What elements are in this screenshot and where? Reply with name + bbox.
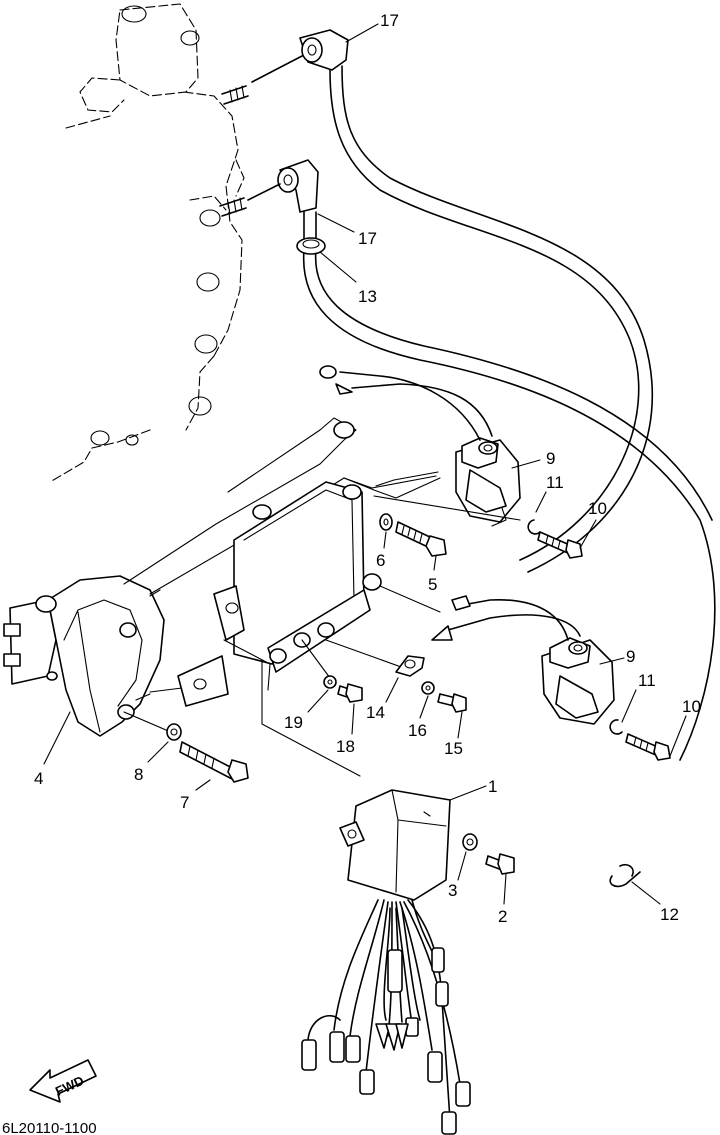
callout-9-upper: 9 xyxy=(546,449,555,468)
callout-3: 3 xyxy=(448,881,457,900)
callout-10-lower: 10 xyxy=(682,697,701,716)
rectifier-regulator-unit xyxy=(177,481,382,707)
high-tension-cord-lower xyxy=(302,211,716,761)
callout-leader-lines xyxy=(43,23,687,905)
ignition-coil-upper xyxy=(319,365,521,527)
callout-4: 4 xyxy=(34,769,43,788)
spark-plug-upper xyxy=(221,85,249,105)
ignition-coil-lower xyxy=(431,595,615,725)
callout-15: 15 xyxy=(444,739,463,758)
cdi-unit xyxy=(339,789,451,901)
callout-8: 8 xyxy=(134,765,143,784)
assembly-guide-lines xyxy=(123,471,521,777)
callout-9-lower: 9 xyxy=(626,647,635,666)
callout-1: 1 xyxy=(488,777,497,796)
callout-5: 5 xyxy=(428,575,437,594)
callout-10-upper: 10 xyxy=(588,499,607,518)
callout-19: 19 xyxy=(284,713,303,732)
plug-cap-upper xyxy=(251,29,349,83)
cdi-wire-harness xyxy=(301,899,471,1135)
callout-11-lower: 11 xyxy=(638,671,656,690)
high-tension-cord-upper xyxy=(329,65,654,573)
callout-18: 18 xyxy=(336,737,355,756)
grommet xyxy=(296,237,326,255)
callout-7: 7 xyxy=(180,793,189,812)
washer-6 xyxy=(379,513,393,531)
washer-8 xyxy=(166,723,182,741)
callout-12: 12 xyxy=(660,905,679,924)
washer-11-upper xyxy=(527,519,541,535)
washer-3 xyxy=(462,833,478,851)
bolt-10-lower xyxy=(625,733,671,761)
bolt-10-upper xyxy=(537,531,583,559)
bolt-18 xyxy=(337,683,363,703)
engine-cylinder-head-outline xyxy=(49,3,245,483)
bolt-2 xyxy=(485,853,515,875)
spark-plug-lower xyxy=(219,197,247,217)
bolt-7 xyxy=(179,741,249,783)
callout-numbers: 17 17 13 9 11 10 6 5 9 11 10 19 18 14 16… xyxy=(34,11,701,926)
washer-11-lower xyxy=(609,719,623,735)
callout-17-upper: 17 xyxy=(380,11,399,30)
ignition-coil-bracket xyxy=(3,575,165,737)
electrical-base-plate xyxy=(123,417,441,693)
bolt-5 xyxy=(395,521,447,557)
bolt-15 xyxy=(437,693,467,713)
callout-11-upper: 11 xyxy=(546,473,564,492)
callout-13: 13 xyxy=(358,287,377,306)
callout-6: 6 xyxy=(376,551,385,570)
callout-16: 16 xyxy=(408,721,427,740)
callout-14: 14 xyxy=(366,703,385,722)
callout-2: 2 xyxy=(498,907,507,926)
wire-clip-12 xyxy=(609,863,641,888)
cord-clamp-14 xyxy=(395,655,425,677)
washer-16 xyxy=(421,681,435,695)
callout-17-lower: 17 xyxy=(358,229,377,248)
forward-direction-arrow: FWD xyxy=(29,1059,97,1103)
plug-cap-lower xyxy=(247,159,319,213)
washer-19 xyxy=(323,675,337,689)
diagram-part-code: 6L20110-1100 xyxy=(2,1120,97,1135)
